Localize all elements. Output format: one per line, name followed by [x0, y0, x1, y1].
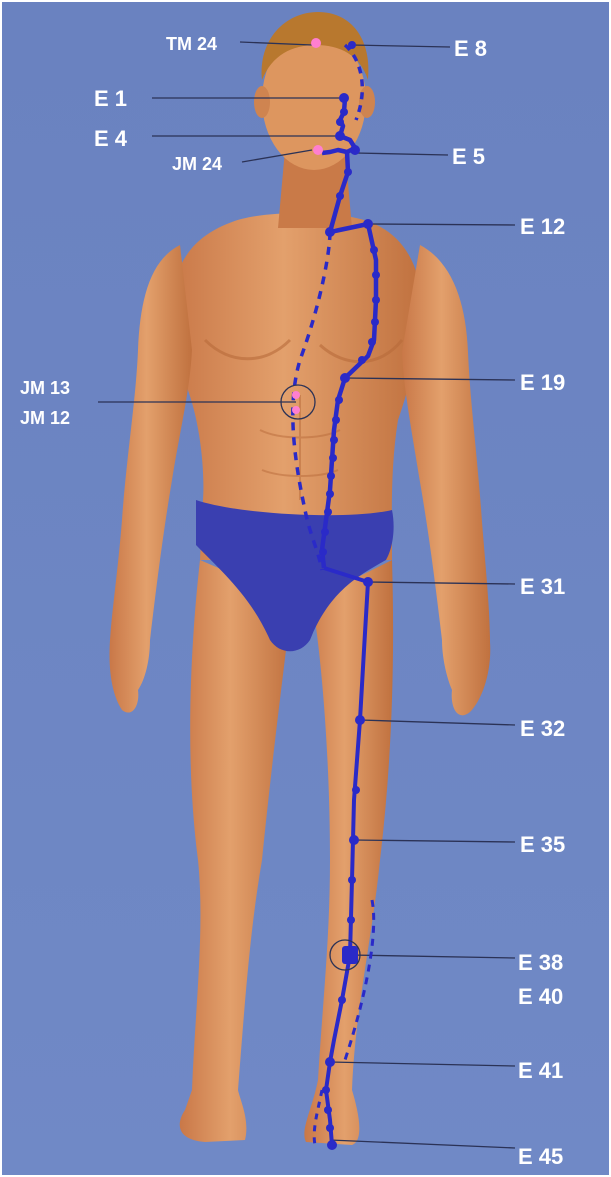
- acupoint-jm24: [313, 145, 323, 155]
- label-e1: E 1: [94, 86, 127, 111]
- acupoint-e25: [326, 490, 334, 498]
- acupoint-jm12: [292, 406, 300, 414]
- label-e40: E 40: [518, 984, 563, 1009]
- label-jm12: JM 12: [20, 408, 70, 428]
- label-e41: E 41: [518, 1058, 563, 1083]
- label-e31: E 31: [520, 574, 565, 599]
- acupoint-e37: [347, 916, 355, 924]
- label-jm24: JM 24: [172, 154, 222, 174]
- acupoint-e8: [348, 41, 356, 49]
- acupoint-e36: [348, 876, 356, 884]
- label-e5: E 5: [452, 144, 485, 169]
- acupoint-e14: [372, 271, 380, 279]
- label-jm13: JM 13: [20, 378, 70, 398]
- acupoint-e41: [325, 1057, 335, 1067]
- label-e4: E 4: [94, 126, 128, 151]
- acupoint-e16: [371, 318, 379, 326]
- acupoint-e4: [335, 131, 345, 141]
- acupoint-e9: [336, 192, 344, 200]
- acupoint-e30: [319, 548, 327, 556]
- acupoint-jm13: [292, 391, 300, 399]
- acupoint-e15: [372, 296, 380, 304]
- acupoint-e31: [363, 577, 373, 587]
- acupoint-tm24: [311, 38, 321, 48]
- left-ear: [254, 86, 270, 118]
- label-e19: E 19: [520, 370, 565, 395]
- acupoint-e45: [327, 1140, 337, 1150]
- label-e38: E 38: [518, 950, 563, 975]
- acupoint-e44: [326, 1124, 334, 1132]
- acupoint-e32: [355, 715, 365, 725]
- label-e8: E 8: [454, 36, 487, 61]
- acupoint-e39: [338, 996, 346, 1004]
- label-tm24: TM 24: [166, 34, 217, 54]
- label-e32: E 32: [520, 716, 565, 741]
- acupoint-e2: [340, 108, 348, 116]
- acupoint-e1: [339, 93, 349, 103]
- label-e35: E 35: [520, 832, 565, 857]
- acupoint-e43: [324, 1106, 332, 1114]
- right-ear: [359, 86, 375, 118]
- acupoint-e20: [335, 396, 343, 404]
- acupoint-e21: [332, 416, 340, 424]
- acupoint-e38: [342, 946, 358, 964]
- acupoint-e3: [336, 118, 344, 126]
- acupoint-e12: [363, 219, 373, 229]
- label-e12: E 12: [520, 214, 565, 239]
- acupoint-e13: [370, 246, 378, 254]
- acupoint-e17: [368, 338, 376, 346]
- acupoint-e24: [327, 472, 335, 480]
- acupoint-e6: [344, 168, 352, 176]
- acupoint-e28: [321, 528, 329, 536]
- acupoint-e5: [350, 145, 360, 155]
- acupoint-e26: [324, 508, 332, 516]
- acupoint-e35: [349, 835, 359, 845]
- acupoint-e34: [352, 786, 360, 794]
- acupoint-e11: [325, 227, 335, 237]
- label-e45: E 45: [518, 1144, 563, 1169]
- acupoint-e18: [358, 356, 366, 364]
- acupoint-e19: [340, 373, 350, 383]
- acupoint-e42: [322, 1086, 330, 1094]
- acupoint-e23: [329, 454, 337, 462]
- acupoint-e22: [330, 436, 338, 444]
